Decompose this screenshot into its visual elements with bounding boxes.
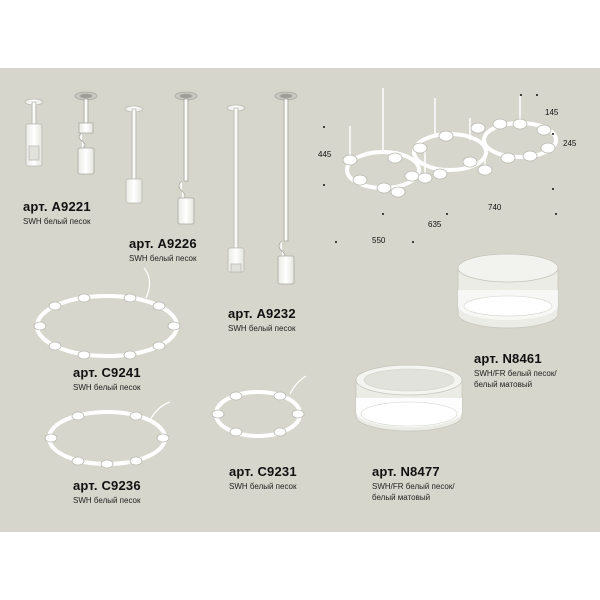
dim-dot	[536, 94, 538, 96]
subtitle-c9241: SWH белый песок	[73, 383, 141, 392]
ring-c9241-spots	[33, 293, 181, 360]
shade-n8477	[355, 364, 463, 432]
dim-dot	[382, 213, 384, 215]
dim-445: 445	[318, 150, 332, 159]
label-n8477: арт. N8477 SWH/FR белый песок/ белый мат…	[372, 464, 455, 503]
label-c9236: арт. C9236 SWH белый песок	[73, 478, 141, 506]
subtitle-n8461-line1: SWH/FR белый песок/	[474, 369, 557, 378]
dim-740: 740	[488, 203, 502, 212]
chandelier-assembly	[342, 88, 558, 198]
fixture-a9226-long	[174, 91, 198, 225]
ring-c9231	[214, 390, 302, 438]
fixture-a9232-long	[226, 104, 246, 273]
ring-c9236-spots	[44, 411, 170, 469]
subtitle-n8461-line2: белый матовый	[474, 380, 533, 389]
dim-dot	[335, 241, 337, 243]
fixture-a9226-longest	[274, 91, 298, 285]
product-illustrations	[24, 88, 559, 469]
subtitle-a9226: SWH белый песок	[129, 254, 197, 263]
label-c9231: арт. C9231 SWH белый песок	[229, 464, 297, 492]
dim-dot	[555, 213, 557, 215]
catalog-panel: 145 245 445 740 635 550 арт. A9221 SWH б…	[0, 68, 600, 532]
dim-dot	[520, 94, 522, 96]
title-n8477: арт. N8477	[372, 464, 440, 479]
ring-c9236	[47, 410, 167, 466]
dim-dot	[552, 133, 554, 135]
ring-c9231-spots	[211, 391, 305, 437]
subtitle-a9221: SWH белый песок	[23, 217, 91, 226]
label-a9221: арт. A9221 SWH белый песок	[23, 199, 91, 227]
dim-635: 635	[428, 220, 442, 229]
title-c9236: арт. C9236	[73, 478, 141, 493]
title-c9241: арт. C9241	[73, 365, 141, 380]
title-a9226: арт. A9226	[129, 236, 197, 251]
shade-n8461	[457, 253, 559, 329]
title-n8461: арт. N8461	[474, 351, 542, 366]
subtitle-c9231: SWH белый песок	[229, 482, 297, 491]
dim-245: 245	[563, 139, 577, 148]
subtitle-a9232: SWH белый песок	[228, 324, 296, 333]
dim-dot	[323, 126, 325, 128]
title-c9231: арт. C9231	[229, 464, 297, 479]
fixture-a9226	[74, 91, 98, 175]
dim-145: 145	[545, 108, 559, 117]
dim-dot	[412, 241, 414, 243]
fixture-a9221	[24, 98, 44, 167]
title-a9232: арт. A9232	[228, 306, 296, 321]
dim-550: 550	[372, 236, 386, 245]
dim-dot	[323, 184, 325, 186]
subtitle-n8477-line2: белый матовый	[372, 493, 431, 502]
label-n8461: арт. N8461 SWH/FR белый песок/ белый мат…	[474, 351, 557, 390]
subtitle-c9236: SWH белый песок	[73, 496, 141, 505]
subtitle-n8477-line1: SWH/FR белый песок/	[372, 482, 455, 491]
label-c9241: арт. C9241 SWH белый песок	[73, 365, 141, 393]
title-a9221: арт. A9221	[23, 199, 91, 214]
label-a9232: арт. A9232 SWH белый песок	[228, 306, 296, 334]
dim-dot	[552, 188, 554, 190]
fixture-a9232-short	[124, 105, 144, 204]
label-a9226: арт. A9226 SWH белый песок	[129, 236, 197, 264]
dim-dot	[446, 213, 448, 215]
